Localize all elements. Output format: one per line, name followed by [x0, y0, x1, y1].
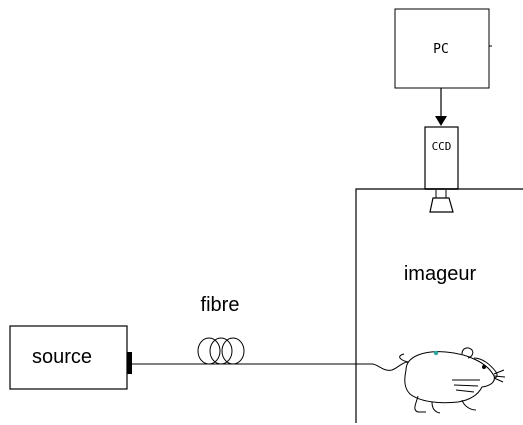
fiber-label: fibre: [201, 294, 240, 316]
ccd-camera: CCD: [424, 126, 459, 190]
mouse-marker: [433, 350, 439, 356]
pc-box: PC: [394, 8, 492, 89]
imager-enclosure: imageur: [355, 188, 523, 423]
source-box: source: [9, 325, 132, 390]
source-label: source: [32, 346, 92, 368]
mouse-icon: [399, 347, 506, 414]
pc-to-ccd-arrow: [435, 88, 447, 126]
ccd-label: CCD: [432, 140, 452, 153]
imager-label: imageur: [404, 263, 477, 285]
pc-label: PC: [433, 42, 449, 57]
lens-icon: [429, 197, 454, 213]
fiber-line: [132, 361, 409, 371]
fiber-coil-icon: [197, 337, 245, 365]
